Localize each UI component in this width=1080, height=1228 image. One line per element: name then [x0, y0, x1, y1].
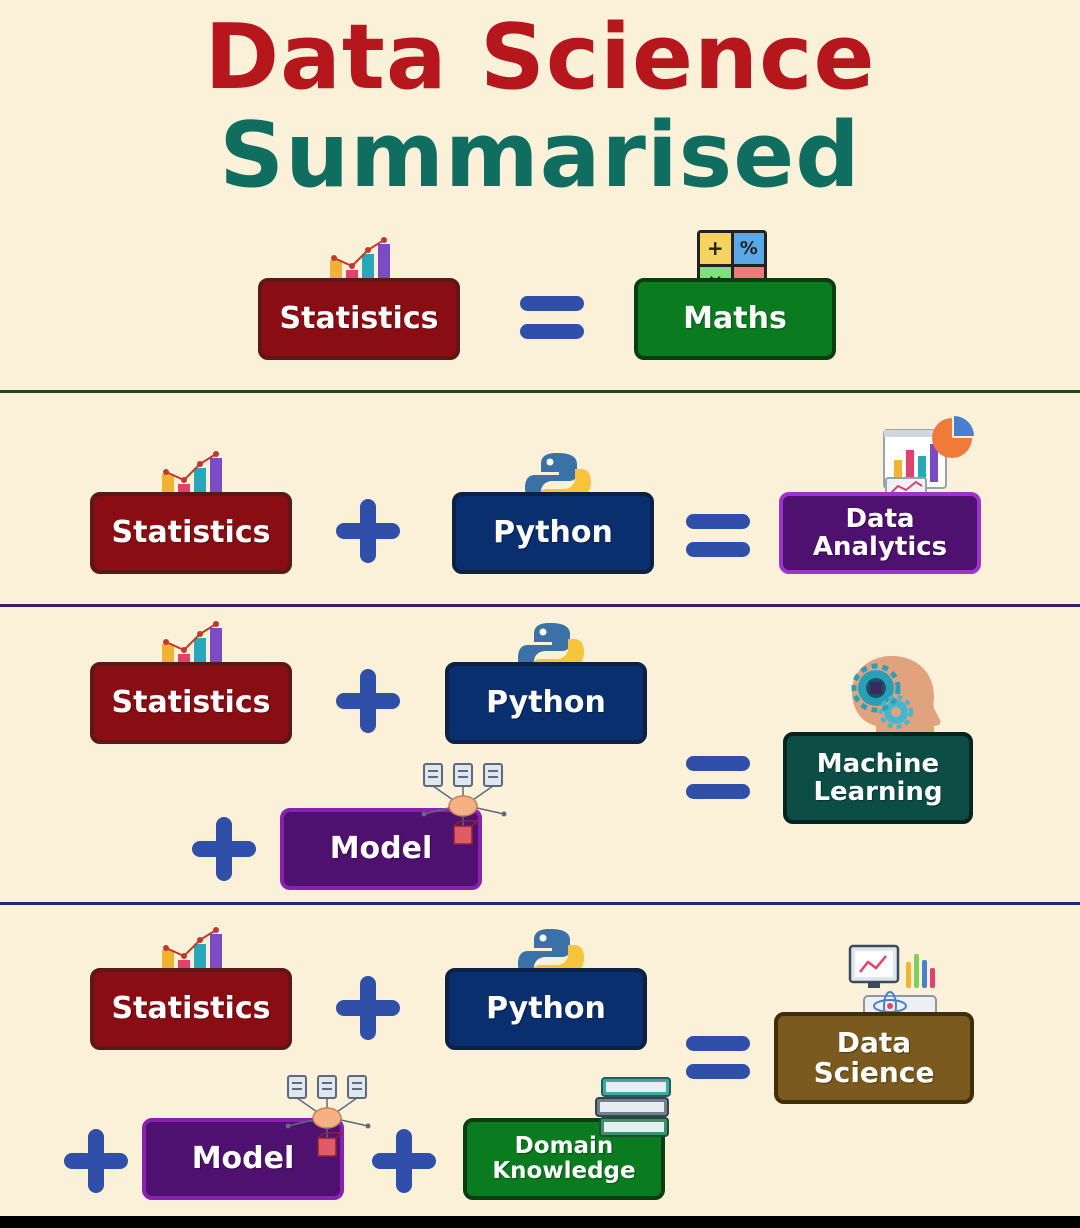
statistics-box: Statistics [258, 278, 460, 360]
model-box: Model [142, 1118, 344, 1200]
domain-knowledge-label-line-2: Knowledge [492, 1158, 636, 1184]
plus-icon [336, 499, 400, 563]
model-label: Model [329, 830, 433, 866]
statistics-box: Statistics [90, 968, 292, 1050]
statistics-label: Statistics [111, 990, 271, 1026]
domain-knowledge-box: Domain Knowledge [463, 1118, 665, 1200]
python-label: Python [486, 990, 606, 1026]
ai-head-icon [851, 656, 941, 746]
data-science-label-line-1: Data [836, 1025, 912, 1059]
bottom-bar [0, 1216, 1080, 1228]
title-line-1: Data Science [204, 5, 876, 110]
python-box: Python [452, 492, 654, 574]
python-box: Python [445, 968, 647, 1050]
equals-icon [520, 296, 584, 339]
domain-knowledge-label-line-1: Domain [514, 1133, 614, 1160]
statistics-box: Statistics [90, 492, 292, 574]
plus-icon [64, 1129, 128, 1193]
model-box: Model [280, 808, 482, 890]
plus-icon [336, 669, 400, 733]
machine-learning-box: Machine Learning [783, 732, 973, 824]
machine-learning-label-line-1: Machine [816, 748, 940, 779]
plus-icon [372, 1129, 436, 1193]
data-analytics-label-line-1: Data [845, 503, 915, 534]
equals-icon [686, 1036, 750, 1079]
python-box: Python [445, 662, 647, 744]
plus-icon [192, 817, 256, 881]
data-science-label-line-2: Science [813, 1056, 935, 1089]
analytics-dashboard-icon [883, 416, 974, 501]
statistics-label: Statistics [111, 684, 271, 720]
divider-1 [0, 390, 1080, 393]
machine-learning-label-line-2: Learning [813, 777, 943, 807]
ai-model-icon [285, 1075, 371, 1157]
model-label: Model [191, 1140, 295, 1176]
statistics-label: Statistics [279, 300, 439, 336]
divider-3 [0, 902, 1080, 905]
title-line-2: Summarised [219, 103, 861, 208]
divider-2 [0, 604, 1080, 607]
python-label: Python [486, 684, 606, 720]
ai-model-icon [421, 763, 507, 845]
calc-percent: % [733, 233, 764, 264]
plus-icon [336, 976, 400, 1040]
calc-plus: + [700, 233, 731, 264]
maths-label: Maths [683, 300, 787, 336]
statistics-label: Statistics [111, 514, 271, 550]
books-icon [595, 1077, 671, 1137]
data-analytics-label-line-2: Analytics [812, 532, 948, 562]
equals-icon [686, 756, 750, 799]
python-label: Python [493, 514, 613, 550]
statistics-box: Statistics [90, 662, 292, 744]
data-science-box: Data Science [774, 1012, 974, 1104]
data-science-icon [848, 944, 937, 1030]
equals-icon [686, 514, 750, 557]
maths-box: Maths [634, 278, 836, 360]
data-analytics-box: Data Analytics [779, 492, 981, 574]
